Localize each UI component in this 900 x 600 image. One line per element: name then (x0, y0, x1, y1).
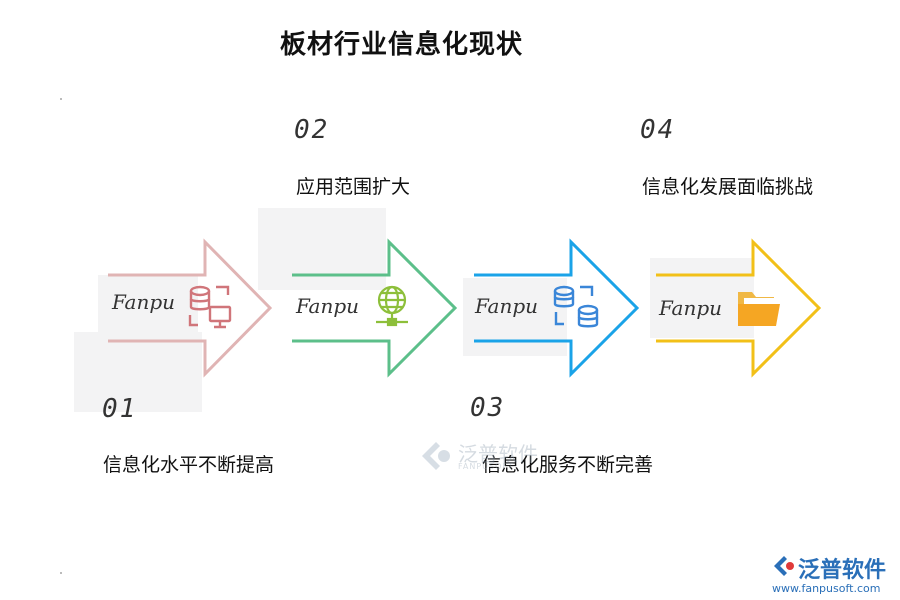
database-sync-icon (553, 285, 599, 328)
corner-mark (60, 98, 62, 100)
step-label-01: 信息化水平不断提高 (103, 454, 275, 476)
watermark: 泛普软件 FANPUSOFT (418, 438, 538, 478)
step-label-04: 信息化发展面临挑战 (642, 176, 814, 198)
folder-icon (738, 292, 780, 326)
arrow-label: Fanpu (112, 290, 176, 314)
watermark-name: 泛普软件 (458, 442, 538, 466)
backdrop-box (74, 332, 202, 412)
arrow-04 (656, 238, 822, 378)
step-label-02: 应用范围扩大 (296, 176, 411, 198)
page-title: 板材行业信息化现状 (280, 30, 524, 60)
corner-mark (60, 572, 62, 574)
step-number-03: 03 (470, 393, 506, 423)
backdrop-box (463, 278, 567, 356)
backdrop-box (650, 258, 754, 338)
step-label-03: 信息化服务不断完善 (482, 454, 654, 476)
arrow-03 (474, 238, 640, 378)
database-monitor-icon (188, 285, 232, 329)
watermark-logo-icon (422, 442, 450, 470)
globe-network-icon (376, 285, 408, 327)
arrow-label: Fanpu (659, 296, 723, 320)
brand-logo-icon (774, 556, 794, 576)
arrow-label: Fanpu (296, 294, 360, 318)
arrow-label: Fanpu (475, 294, 539, 318)
arrow-01 (108, 238, 273, 378)
brand-url: www.fanpusoft.com (772, 582, 881, 595)
step-number-01: 01 (102, 394, 138, 424)
watermark-sub: FANPUSOFT (458, 462, 514, 471)
arrow-02 (292, 238, 458, 378)
step-number-04: 04 (640, 115, 676, 145)
step-number-02: 02 (294, 115, 330, 145)
brand-name: 泛普软件 (798, 558, 887, 583)
backdrop-box (98, 275, 198, 335)
